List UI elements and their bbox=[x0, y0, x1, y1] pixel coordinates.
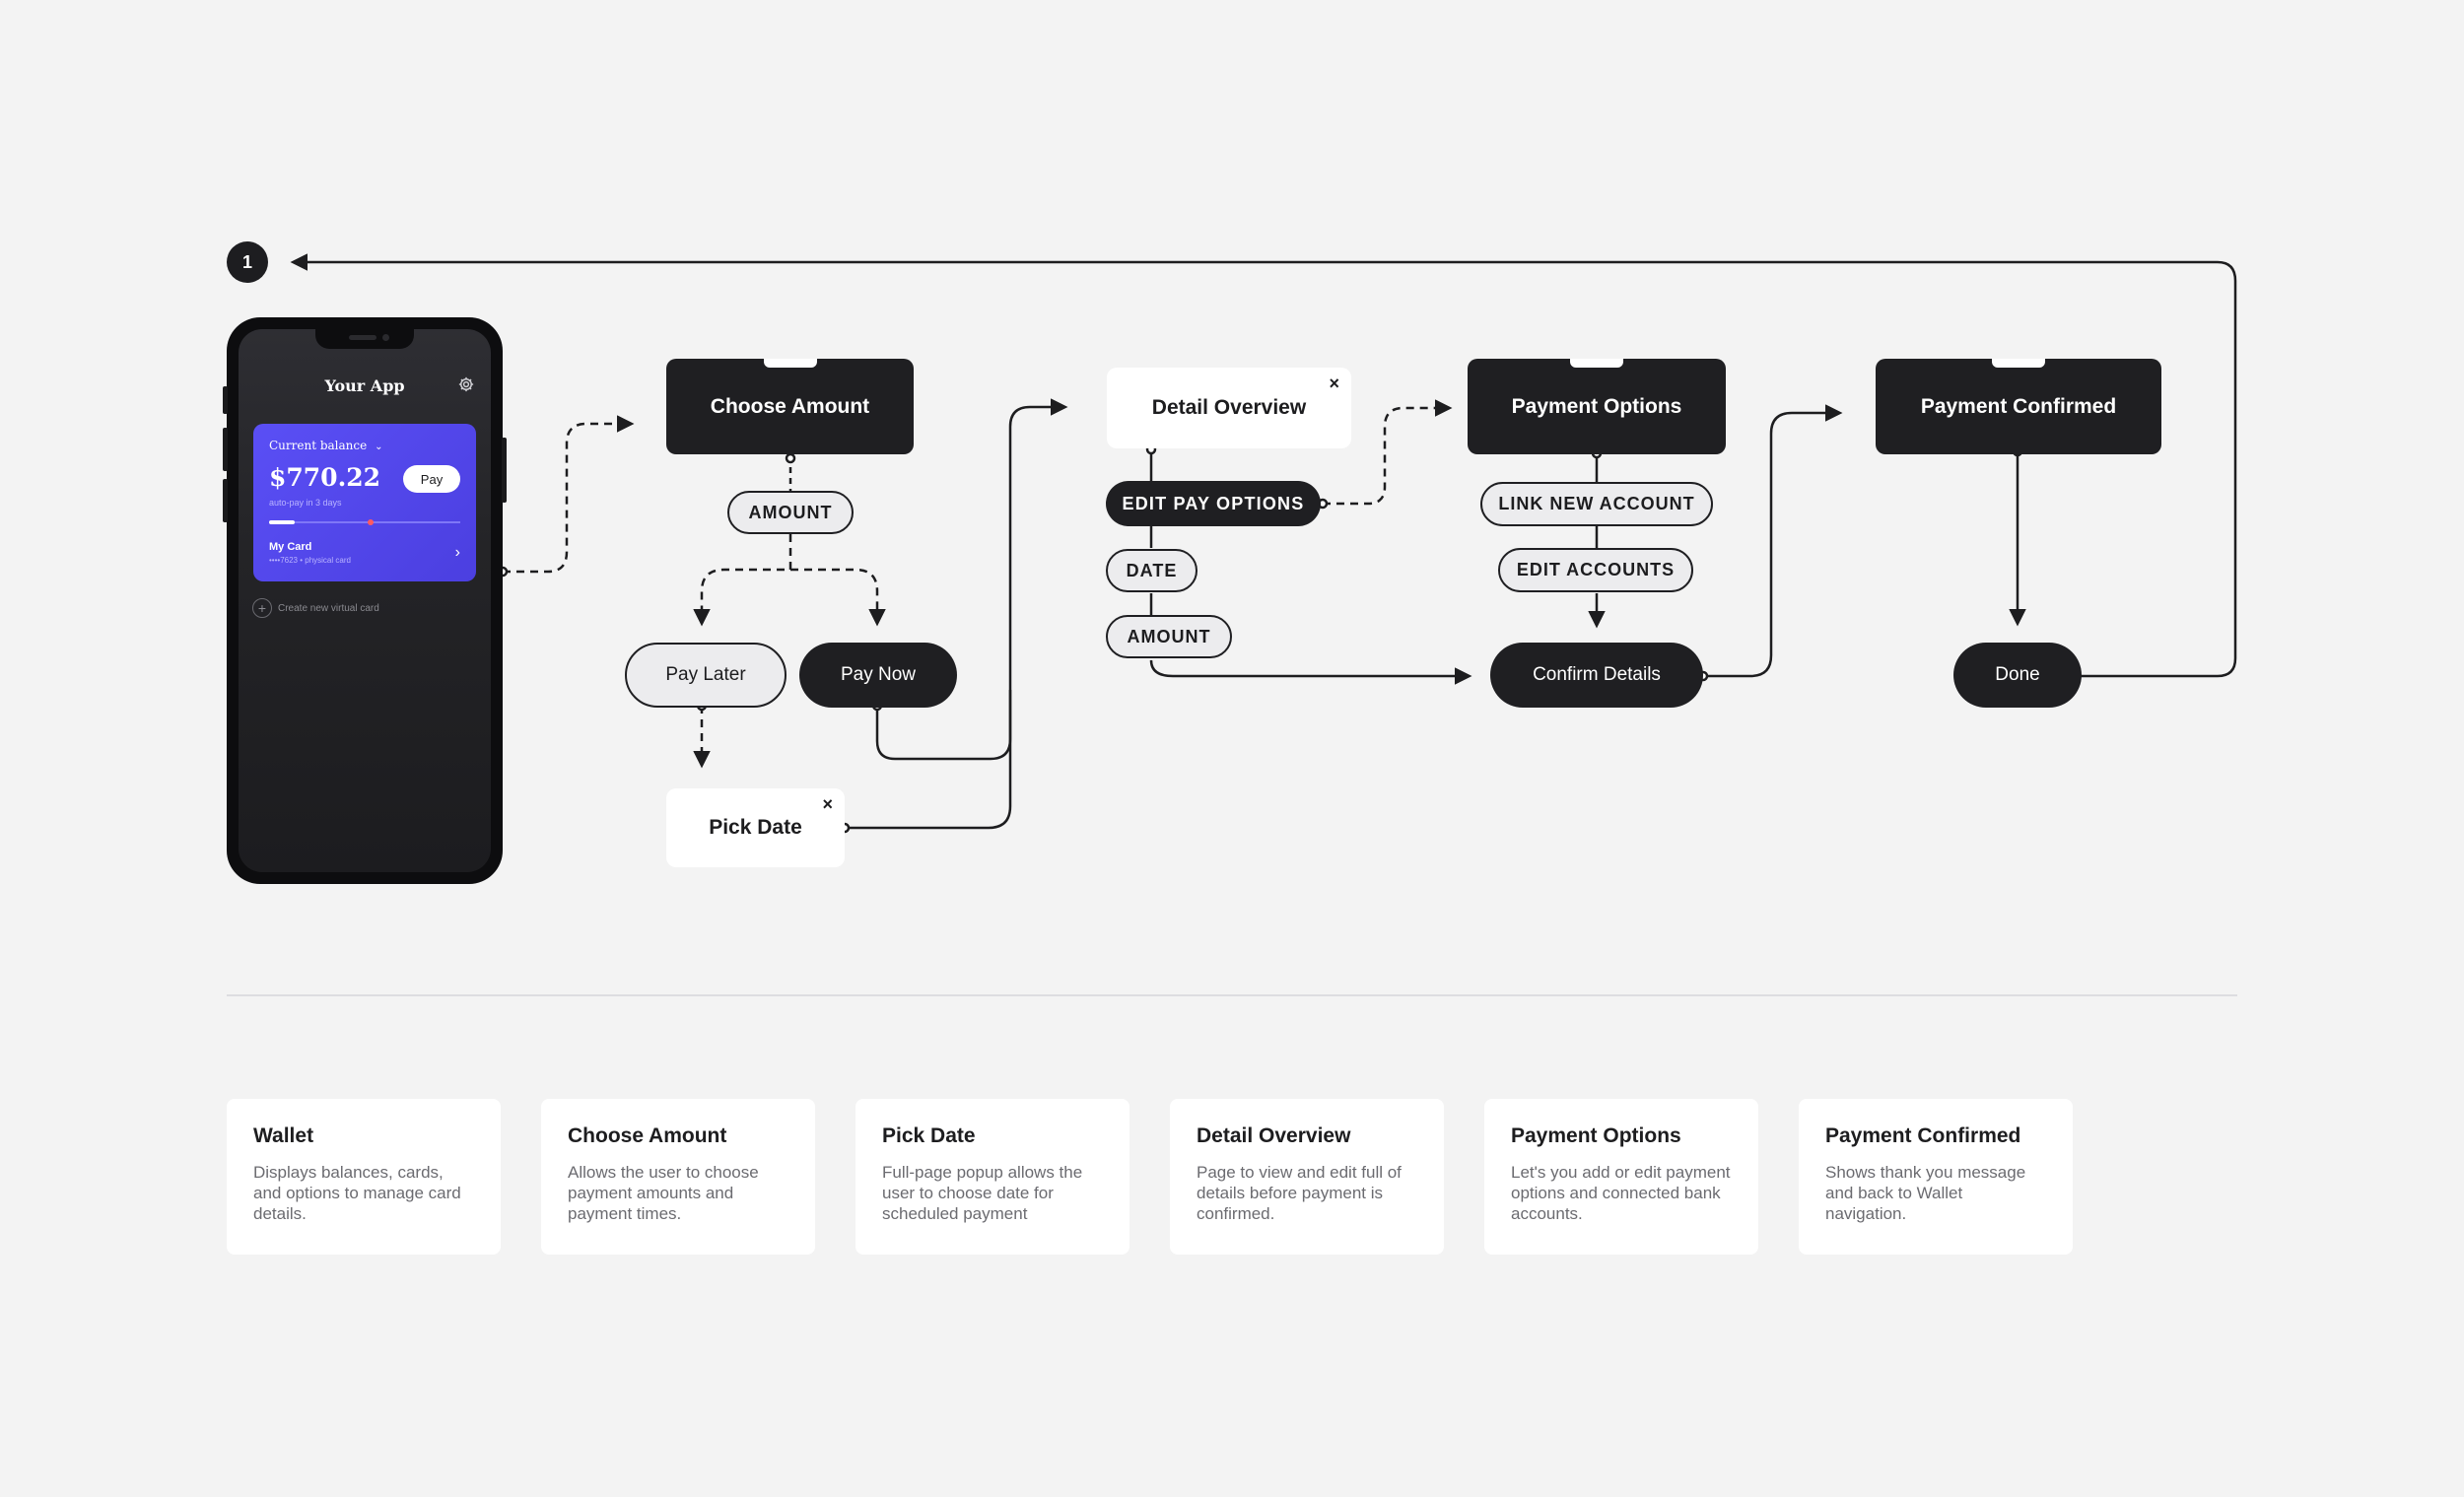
description-title: Pick Date bbox=[882, 1124, 976, 1147]
description-text: Page to view and edit full of details be… bbox=[1197, 1163, 1402, 1223]
section-divider bbox=[227, 994, 2237, 996]
payment-confirmed-screen[interactable]: Payment Confirmed bbox=[1876, 359, 2161, 454]
card-name: My Card bbox=[269, 541, 312, 553]
pay-later-button[interactable]: Pay Later bbox=[625, 643, 787, 708]
detail-overview-title: Detail Overview bbox=[1151, 396, 1307, 419]
close-icon[interactable]: × bbox=[1329, 374, 1339, 393]
pick-date-title: Pick Date bbox=[709, 816, 802, 839]
card-details: ••••7623 • physical card bbox=[269, 556, 351, 565]
description-title: Payment Confirmed bbox=[1825, 1124, 2021, 1147]
autopay-text: auto-pay in 3 days bbox=[269, 498, 342, 508]
description-title: Payment Options bbox=[1511, 1124, 1681, 1147]
node-notch bbox=[763, 359, 817, 368]
pay-button[interactable]: Pay bbox=[403, 465, 460, 493]
description-text: Allows the user to choose payment amount… bbox=[568, 1163, 759, 1223]
wallet-to-choose-connector bbox=[503, 415, 635, 574]
description-title: Choose Amount bbox=[568, 1124, 727, 1147]
close-icon[interactable]: × bbox=[822, 794, 833, 814]
plus-icon: + bbox=[252, 598, 272, 618]
balance-card[interactable]: Current balance ⌄ $770.22 auto-pay in 3 … bbox=[253, 424, 476, 581]
balance-progress-fill bbox=[269, 520, 295, 524]
date-pill[interactable]: DATE bbox=[1106, 549, 1198, 592]
pay-now-button[interactable]: Pay Now bbox=[799, 643, 957, 708]
balance-label[interactable]: Current balance ⌄ bbox=[269, 439, 382, 452]
description-card-pick-date: Pick Date Full-page popup allows the use… bbox=[856, 1099, 1129, 1255]
create-virtual-card-label: Create new virtual card bbox=[278, 602, 379, 614]
done-button[interactable]: Done bbox=[1953, 643, 2082, 708]
gear-icon[interactable] bbox=[457, 375, 475, 393]
confirm-details-button[interactable]: Confirm Details bbox=[1490, 643, 1703, 708]
description-text: Let's you add or edit payment options an… bbox=[1511, 1163, 1731, 1223]
description-text: Displays balances, cards, and options to… bbox=[253, 1163, 461, 1223]
pick-date-screen[interactable]: × Pick Date bbox=[666, 788, 845, 867]
link-new-account-pill[interactable]: LINK NEW ACCOUNT bbox=[1480, 482, 1713, 526]
balance-progress-track bbox=[269, 519, 460, 525]
description-title: Wallet bbox=[253, 1124, 314, 1147]
phone-notch bbox=[315, 329, 414, 349]
return-connector bbox=[290, 253, 2237, 678]
wallet-phone-mockup: Your App Current balance ⌄ $770.22 auto-… bbox=[223, 317, 507, 884]
balance-label-text: Current balance bbox=[269, 439, 368, 452]
detail-overview-screen[interactable]: × Detail Overview bbox=[1107, 368, 1351, 448]
create-virtual-card-row[interactable]: + Create new virtual card bbox=[252, 598, 379, 618]
description-card-payment-options: Payment Options Let's you add or edit pa… bbox=[1484, 1099, 1758, 1255]
description-card-wallet: Wallet Displays balances, cards, and opt… bbox=[227, 1099, 501, 1255]
balance-amount: $770.22 bbox=[269, 463, 381, 492]
edit-accounts-pill[interactable]: EDIT ACCOUNTS bbox=[1498, 548, 1693, 592]
progress-dot bbox=[368, 519, 374, 525]
description-title: Detail Overview bbox=[1197, 1124, 1351, 1147]
description-card-choose-amount: Choose Amount Allows the user to choose … bbox=[541, 1099, 815, 1255]
chevron-right-icon[interactable]: › bbox=[454, 544, 460, 561]
payment-confirmed-title: Payment Confirmed bbox=[1920, 394, 2117, 418]
app-title: Your App bbox=[324, 376, 405, 395]
description-text: Shows thank you message and back to Wall… bbox=[1825, 1163, 2026, 1223]
wallet-screen: Your App Current balance ⌄ $770.22 auto-… bbox=[239, 329, 491, 872]
amount-detail-pill[interactable]: AMOUNT bbox=[1106, 615, 1232, 658]
amount-pill[interactable]: AMOUNT bbox=[727, 491, 854, 534]
choose-amount-title: Choose Amount bbox=[710, 394, 870, 418]
description-text: Full-page popup allows the user to choos… bbox=[882, 1163, 1083, 1223]
description-card-payment-confirmed: Payment Confirmed Shows thank you messag… bbox=[1799, 1099, 2073, 1255]
node-notch bbox=[1570, 359, 1623, 368]
node-notch bbox=[1992, 359, 2045, 368]
payment-options-screen[interactable]: Payment Options bbox=[1468, 359, 1726, 454]
payment-options-title: Payment Options bbox=[1511, 394, 1682, 418]
chevron-down-icon: ⌄ bbox=[375, 442, 383, 452]
step-marker: 1 bbox=[227, 241, 268, 283]
edit-pay-options-pill[interactable]: EDIT PAY OPTIONS bbox=[1106, 481, 1321, 526]
description-card-detail-overview: Detail Overview Page to view and edit fu… bbox=[1170, 1099, 1444, 1255]
choose-amount-screen[interactable]: Choose Amount bbox=[666, 359, 914, 454]
